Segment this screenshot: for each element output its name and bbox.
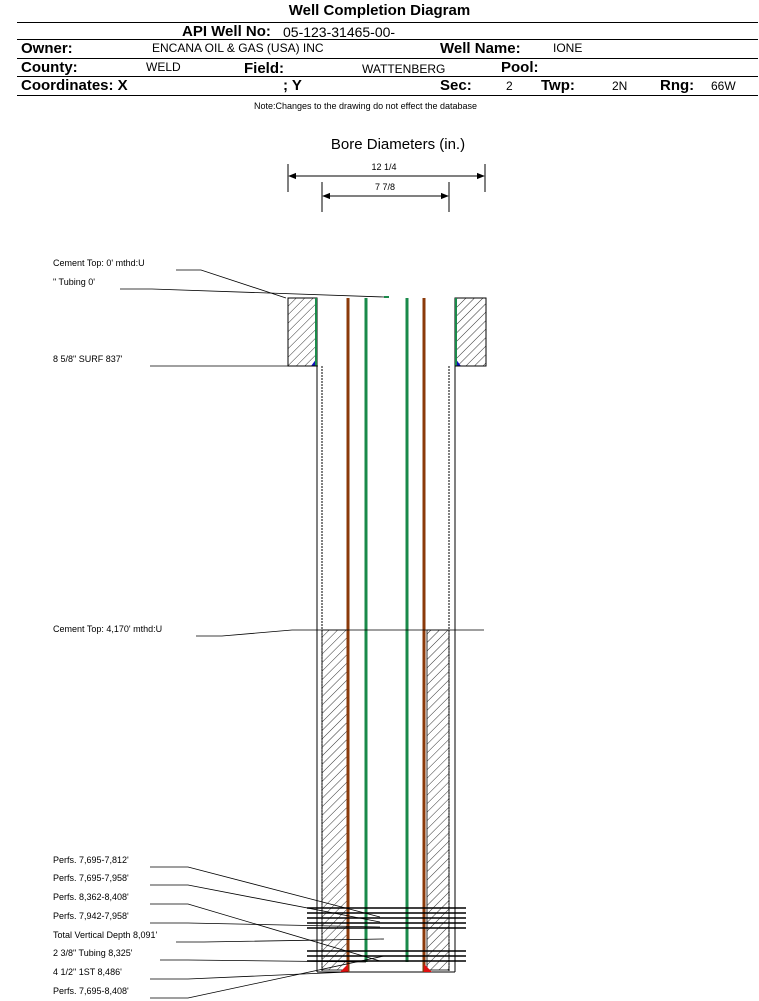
casing-shoe-left: [340, 964, 348, 972]
page-title: Well Completion Diagram: [288, 2, 471, 19]
rng-value: 66W: [711, 79, 736, 93]
header-rule: [17, 58, 758, 59]
sec-value: 2: [506, 79, 513, 93]
sec-label: Sec:: [440, 77, 472, 94]
tvd-label: Total Vertical Depth 8,091': [53, 930, 158, 940]
leader-line: [150, 971, 349, 980]
surface-cement-left: [287, 297, 318, 367]
tubing-depth-label: 2 3/8" Tubing 8,325': [53, 948, 133, 958]
perfs-label-3: Perfs. 8,362-8,408': [53, 892, 129, 902]
well-name-label: Well Name:: [440, 40, 521, 57]
pool-label: Pool:: [501, 59, 539, 76]
api-label: API Well No:: [182, 23, 271, 40]
leader-line: [160, 959, 367, 963]
leader-line: [150, 884, 381, 923]
field-value: WATTENBERG: [362, 62, 446, 76]
api-value: 05-123-31465-00-: [283, 24, 396, 40]
leader-line: [120, 288, 385, 298]
perfs-label-4: Perfs. 7,942-7,958': [53, 911, 129, 921]
surface-casing-label: 8 5/8" SURF 837': [53, 354, 123, 364]
leader-line: [150, 922, 381, 928]
well-name-value: IONE: [553, 41, 583, 55]
coords-label: Coordinates: X: [21, 77, 128, 94]
database-note: Note:Changes to the drawing do not effec…: [254, 101, 477, 111]
header-rule: [17, 76, 758, 77]
bore-diameters-title: Bore Diameters (in.): [331, 136, 465, 153]
owner-label: Owner:: [21, 40, 73, 57]
leader-line: [176, 269, 287, 299]
borehole-wall-right: [454, 365, 486, 972]
cement-top-production-label: Cement Top: 4,170' mthd:U: [53, 624, 162, 634]
twp-label: Twp:: [541, 77, 575, 94]
casing-shoe-right: [424, 964, 432, 972]
leader-line: [150, 955, 385, 999]
rng-label: Rng:: [660, 77, 695, 94]
coords-y-label: ; Y: [283, 77, 302, 94]
production-casing-label: 4 1/2" 1ST 8,486': [53, 967, 122, 977]
header-rule: [17, 39, 758, 40]
production-cement-right: [426, 629, 450, 971]
leader-line: [150, 866, 381, 918]
county-value: WELD: [146, 60, 181, 74]
cement-top-surface-label: Cement Top: 0' mthd:U: [53, 258, 145, 268]
leader-line: [176, 938, 385, 943]
county-label: County:: [21, 59, 78, 76]
field-label: Field:: [244, 60, 284, 77]
owner-value: ENCANA OIL & GAS (USA) INC: [152, 41, 324, 55]
bore-outer-label: 12 1/4: [371, 162, 396, 172]
borehole-wall-left: [288, 365, 318, 972]
perfs-label-2: Perfs. 7,695-7,958': [53, 873, 129, 883]
perfs-label-1: Perfs. 7,695-7,812': [53, 855, 129, 865]
perfs-label-5: Perfs. 7,695-8,408': [53, 986, 129, 996]
header-rule: [17, 95, 758, 96]
header-rule: [17, 22, 758, 23]
leader-line: [150, 903, 381, 962]
surface-cement-right: [454, 297, 487, 367]
leader-line: [196, 629, 484, 637]
production-cement-left: [321, 629, 348, 971]
tubing-top-label: " Tubing 0': [53, 277, 95, 287]
twp-value: 2N: [612, 79, 628, 93]
bore-inner-label: 7 7/8: [375, 182, 395, 192]
